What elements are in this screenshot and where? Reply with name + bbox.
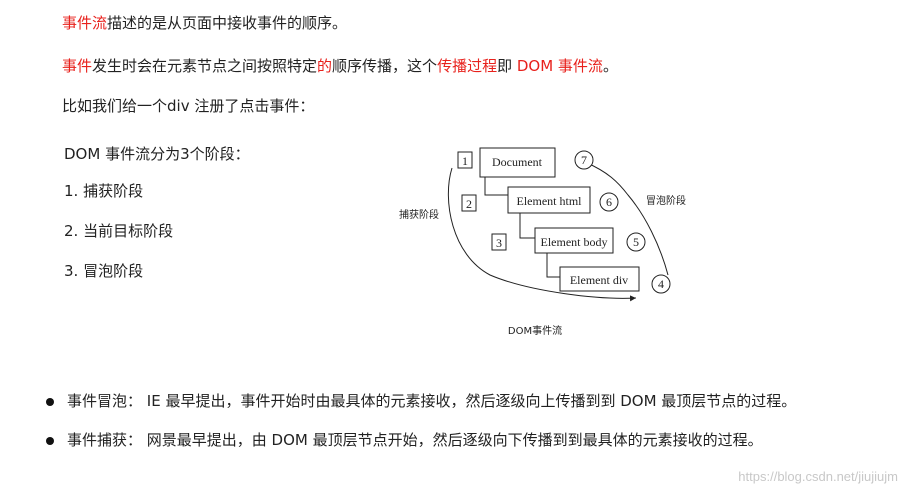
step-2-box [461, 194, 477, 212]
step-7-label: 7 [581, 153, 587, 167]
intro-line-2-text-b: 顺序传播，这个 [332, 57, 438, 75]
node-html [507, 186, 591, 214]
intro-line-2: 事件发生时会在元素节点之间按照特定的顺序传播，这个传播过程即 DOM 事件流。 [62, 56, 618, 76]
diagram-caption: DOM事件流 [508, 324, 562, 337]
step-3-label: 3 [496, 236, 502, 250]
capture-phase-label: 捕获阶段 [399, 208, 439, 221]
bullet-dot-bubbling [46, 398, 54, 406]
step-7-circle [574, 150, 594, 170]
step-5-label: 5 [633, 235, 639, 249]
step-6-label: 6 [606, 195, 612, 209]
intro-line-2-text-c: 即 [497, 57, 517, 75]
intro-line-1-text: 描述的是从页面中接收事件的顺序。 [107, 14, 348, 32]
step-1-label: 1 [462, 154, 468, 168]
node-div [559, 266, 640, 292]
node-body [534, 227, 614, 254]
capture-arrow [447, 167, 637, 302]
bullet-dot-capturing [46, 437, 54, 445]
dom-event-flow-diagram: Document Element html Element body Eleme… [399, 147, 686, 337]
connector-html-body [519, 211, 535, 239]
step-4-circle [651, 274, 671, 294]
highlight-dom-event-flow: DOM 事件流 [516, 57, 603, 75]
node-body-label: Element body [541, 235, 608, 249]
step-3-box [491, 233, 507, 251]
phase-item-bubble: 3. 冒泡阶段 [64, 262, 144, 280]
node-document [479, 147, 556, 178]
connector-body-div [546, 253, 560, 278]
bubble-phase-label: 冒泡阶段 [646, 194, 686, 207]
bullet-event-capturing: 事件捕获： 网景最早提出，由 DOM 最顶层节点开始，然后逐级向下传播到到最具体… [67, 431, 763, 449]
intro-line-2-period: 。 [602, 57, 618, 75]
bullet-event-bubbling: 事件冒泡： IE 最早提出，事件开始时由最具体的元素接收，然后逐级向上传播到到 … [67, 392, 797, 410]
intro-line-2-text-a: 发生时会在元素节点之间按照特定 [92, 57, 318, 75]
phase-item-capture: 1. 捕获阶段 [64, 182, 144, 200]
node-html-label: Element html [517, 194, 583, 208]
highlight-de: 的 [317, 57, 333, 75]
step-5-circle [626, 232, 646, 252]
bubble-arrow [584, 161, 669, 276]
intro-line-3: 比如我们给一个div 注册了点击事件： [62, 97, 315, 115]
phase-item-target: 2. 当前目标阶段 [64, 222, 174, 240]
highlight-event: 事件 [62, 57, 93, 75]
intro-line-1: 事件流描述的是从页面中接收事件的顺序。 [62, 13, 347, 33]
connector-document-html [484, 177, 508, 196]
highlight-event-flow: 事件流 [62, 14, 108, 32]
step-4-label: 4 [658, 277, 664, 291]
node-document-label: Document [492, 155, 543, 169]
phases-title: DOM 事件流分为3个阶段： [64, 145, 250, 163]
step-2-label: 2 [466, 197, 472, 211]
step-1-box [457, 151, 473, 169]
highlight-propagation: 传播过程 [437, 57, 498, 75]
node-div-label: Element div [570, 273, 628, 287]
watermark: https://blog.csdn.net/jiujiujm [738, 469, 898, 484]
step-6-circle [599, 192, 619, 212]
